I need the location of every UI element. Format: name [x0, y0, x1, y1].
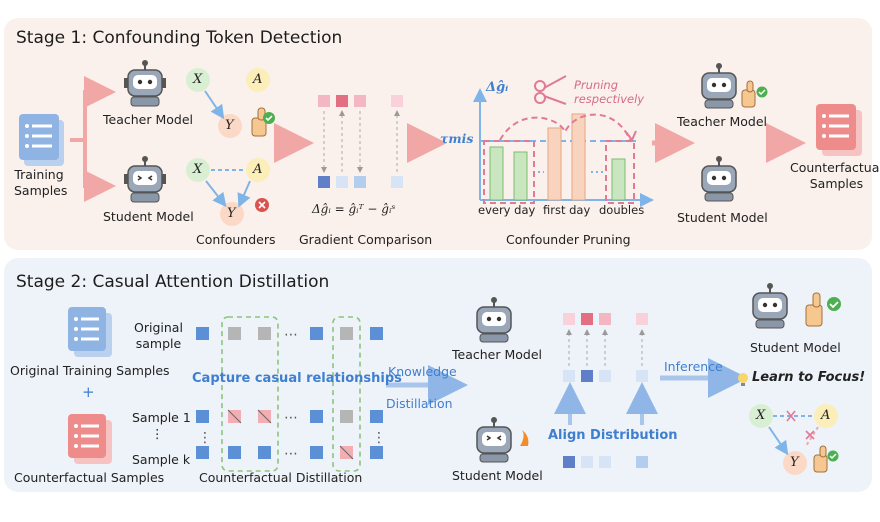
- training-samples-icon: [19, 114, 64, 166]
- learn-to-focus-label: Learn to Focus!: [752, 370, 866, 385]
- counterfactual-samples-icon: [816, 104, 862, 156]
- counterfactual-samples-label-2: Counterfactual Samples: [14, 470, 165, 485]
- lightbulb-icon: [738, 373, 748, 386]
- confounders-label: Confounders: [196, 232, 276, 247]
- sample-k-label: Sample k: [132, 452, 191, 467]
- stage1-title: Stage 1: Confounding Token Detection: [16, 28, 343, 48]
- teacher-model-label: Teacher Model: [103, 112, 193, 127]
- align-distribution-label: Align Distribution: [548, 428, 678, 443]
- node-y-teacher: Y: [225, 118, 234, 133]
- student-model-label: Student Model: [103, 209, 194, 224]
- thumbs-up-icon: [251, 107, 275, 137]
- counterfactual-distillation-label: Counterfactual Distillation: [199, 470, 363, 485]
- stage2-student-model-right-label: Student Model: [750, 340, 841, 355]
- gradient-comparison-label: Gradient Comparison: [299, 232, 433, 247]
- counterfactual-token-grid: ⋯ ⋯ ⋯ ⋮ ⋮: [196, 316, 386, 472]
- stage2-teacher-robot-icon: [476, 297, 512, 343]
- student-causal-graph: [186, 158, 270, 226]
- gradient-comparison-grid: [318, 95, 403, 188]
- stage2-student-robot-right-icon: [752, 283, 841, 329]
- node-a-stage2: A: [821, 408, 831, 423]
- category-every-day: every day: [478, 203, 536, 217]
- teacher-model-right-label: Teacher Model: [677, 114, 767, 129]
- stage2-student-robot-icon: [476, 417, 529, 463]
- stage2-student-model-label: Student Model: [452, 468, 543, 483]
- node-y-stage2: Y: [790, 455, 799, 470]
- student-robot-right-icon: [701, 156, 737, 202]
- node-y-student: Y: [227, 206, 236, 221]
- svg-text:⋯: ⋯: [284, 327, 298, 343]
- confounder-pruning-chart: [473, 88, 654, 207]
- node-a-teacher: A: [253, 72, 263, 87]
- category-first-day: first day: [543, 203, 591, 217]
- original-training-samples-label: Original Training Samples: [10, 363, 170, 378]
- node-x-student: X: [193, 162, 203, 177]
- delta-g-axis-label: Δĝᵢ: [486, 80, 509, 95]
- svg-text:⋮: ⋮: [198, 430, 212, 446]
- confounder-pruning-label: Confounder Pruning: [506, 232, 631, 247]
- knowledge-label: Knowledge: [388, 364, 457, 379]
- vdots-label: ⋮: [151, 426, 164, 441]
- category-doubles: doubles: [599, 203, 645, 217]
- scissors-icon: [534, 75, 567, 105]
- sample-1-label: Sample 1: [132, 410, 191, 425]
- error-badge-icon: [255, 198, 269, 212]
- node-a-student: A: [253, 162, 263, 177]
- node-x-stage2: X: [756, 408, 766, 423]
- inference-label: Inference: [664, 359, 723, 374]
- distillation-label: Distillation: [386, 396, 453, 411]
- student-robot-icon: [124, 156, 166, 203]
- capture-relationships-label: Capture casual relationships: [192, 371, 402, 386]
- stage2-title: Stage 2: Casual Attention Distillation: [16, 272, 330, 292]
- teacher-causal-graph: [186, 68, 270, 138]
- stage2-causal-graph: [749, 404, 839, 475]
- svg-text:⋯: ⋯: [284, 446, 298, 462]
- teacher-robot-right-icon: [701, 63, 768, 109]
- tau-label: τmis: [440, 131, 474, 146]
- svg-text:⋯: ⋯: [284, 410, 298, 426]
- stage2-teacher-model-label: Teacher Model: [452, 347, 542, 362]
- node-x-teacher: X: [193, 72, 203, 87]
- plus-sign: +: [82, 383, 95, 401]
- svg-text:⋮: ⋮: [372, 430, 386, 446]
- counterfactual-samples-icon-2: [68, 414, 112, 464]
- original-training-samples-icon: [68, 307, 112, 357]
- student-model-right-label: Student Model: [677, 210, 768, 225]
- gradient-formula: Δĝᵢ = ĝᵢᵀ − ĝᵢˢ: [312, 202, 396, 216]
- teacher-robot-icon: [124, 60, 166, 107]
- align-distribution-grid: [554, 313, 658, 468]
